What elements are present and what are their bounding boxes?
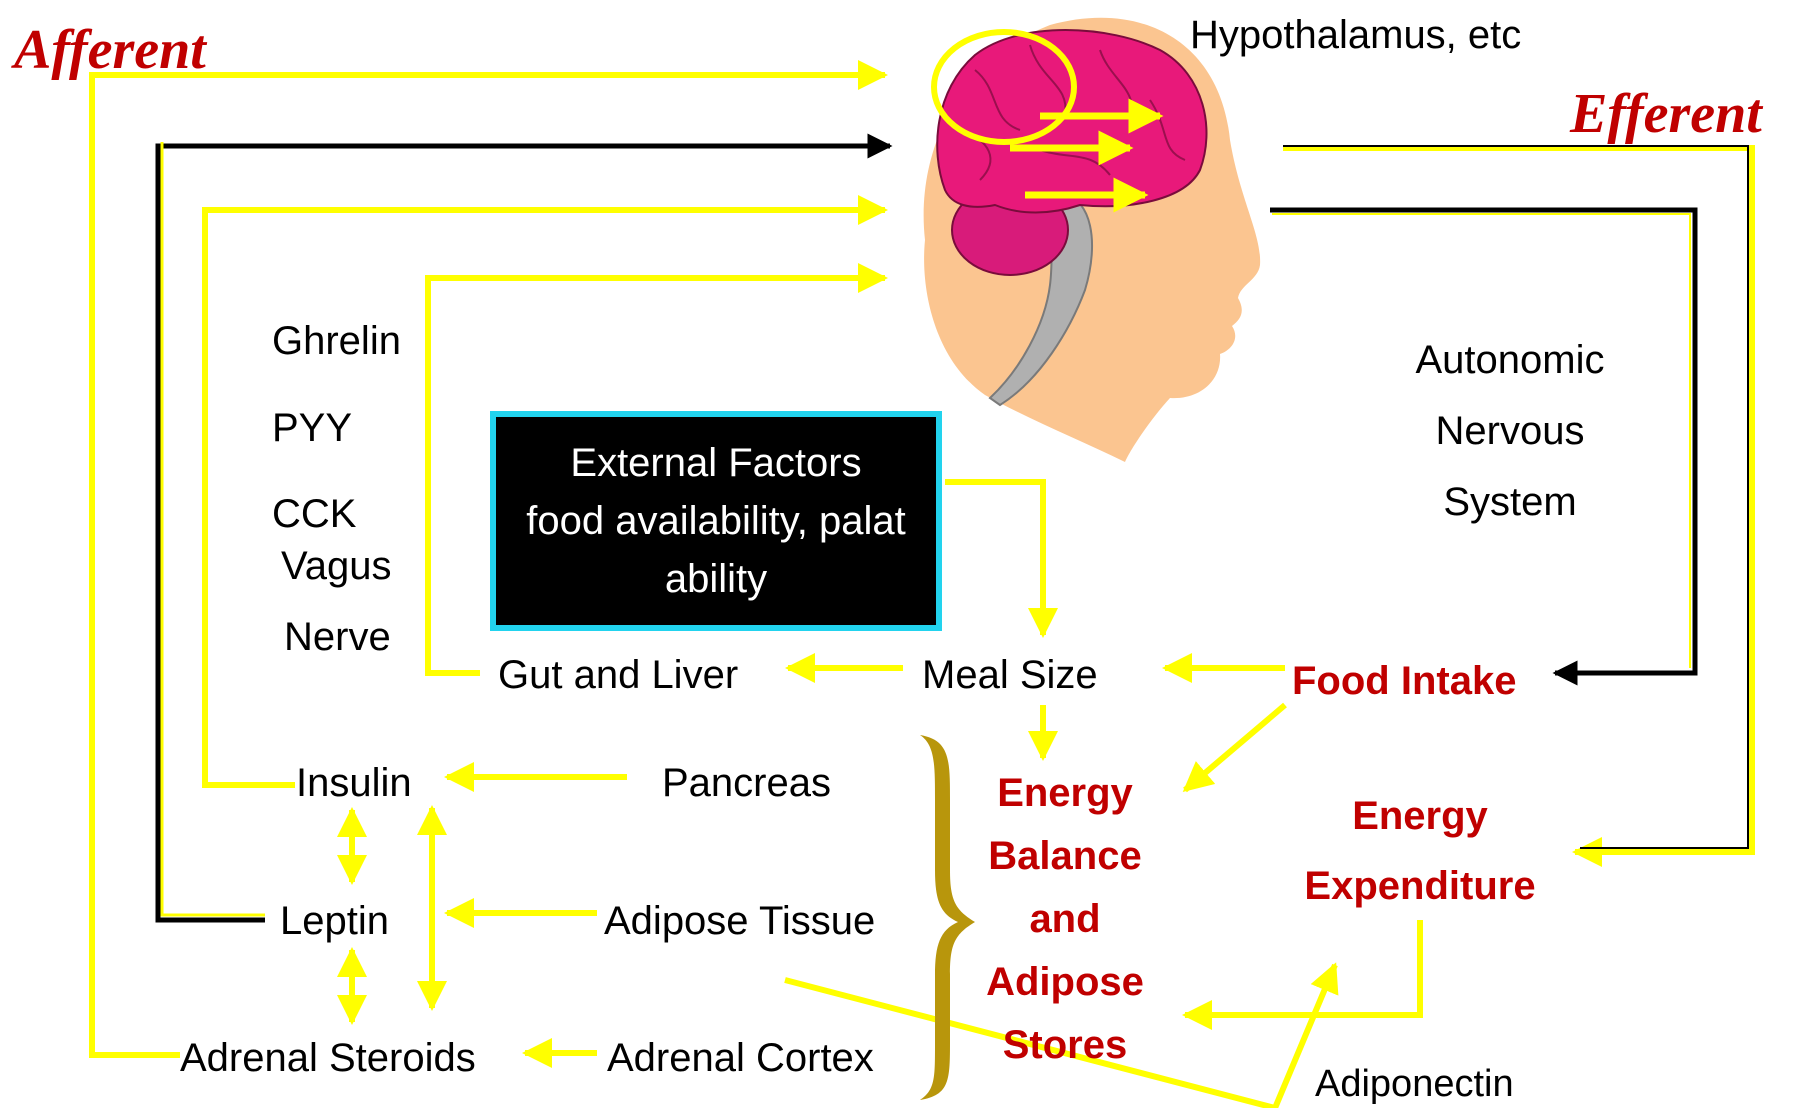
vagus-label: Vagus bbox=[281, 543, 391, 589]
insulin-label: Insulin bbox=[296, 760, 412, 806]
external-factors-line3: ability bbox=[496, 550, 936, 608]
brain bbox=[937, 30, 1206, 213]
adipose-tissue-label: Adipose Tissue bbox=[604, 898, 875, 944]
external-factors-box: External Factors food availability, pala… bbox=[490, 411, 942, 631]
pyy-label: PYY bbox=[272, 405, 352, 451]
nerve-label: Nerve bbox=[284, 614, 391, 660]
intake-to-balance bbox=[1185, 705, 1285, 790]
energy-balance-line1: Energy bbox=[960, 770, 1170, 816]
ghrelin-label: Ghrelin bbox=[272, 318, 401, 364]
expenditure-to-balance bbox=[1185, 920, 1420, 1015]
system-label: System bbox=[1400, 479, 1620, 525]
external-factors-line1: External Factors bbox=[496, 434, 936, 492]
meal-size-label: Meal Size bbox=[922, 652, 1098, 698]
food-intake-label: Food Intake bbox=[1292, 658, 1516, 704]
external-to-meal bbox=[945, 482, 1043, 635]
autonomic-label: Autonomic bbox=[1400, 337, 1620, 383]
efferent-label: Efferent bbox=[1570, 82, 1762, 146]
hypothalamus-label: Hypothalamus, etc bbox=[1190, 12, 1521, 58]
energy-balance-line4: Adipose bbox=[960, 959, 1170, 1005]
head-illustration bbox=[924, 18, 1260, 462]
adrenal-steroids-label: Adrenal Steroids bbox=[180, 1035, 476, 1081]
energy-balance-line5: Stores bbox=[960, 1022, 1170, 1068]
energy-expenditure-line1: Energy bbox=[1270, 793, 1570, 839]
adiponectin-label: Adiponectin bbox=[1315, 1063, 1514, 1107]
leptin-label: Leptin bbox=[280, 898, 389, 944]
gut-liver-label: Gut and Liver bbox=[498, 652, 738, 698]
nervous-label: Nervous bbox=[1400, 408, 1620, 454]
energy-expenditure-line2: Expenditure bbox=[1270, 863, 1570, 909]
adrenal-cortex-label: Adrenal Cortex bbox=[607, 1035, 874, 1081]
afferent-label: Afferent bbox=[14, 18, 206, 82]
energy-balance-line3: and bbox=[960, 896, 1170, 942]
cck-label: CCK bbox=[272, 491, 356, 537]
energy-balance-line2: Balance bbox=[960, 833, 1170, 879]
afferent-leptin-loop-yellow bbox=[162, 142, 265, 915]
external-factors-line2: food availability, palat bbox=[496, 492, 936, 550]
pancreas-label: Pancreas bbox=[662, 760, 831, 806]
